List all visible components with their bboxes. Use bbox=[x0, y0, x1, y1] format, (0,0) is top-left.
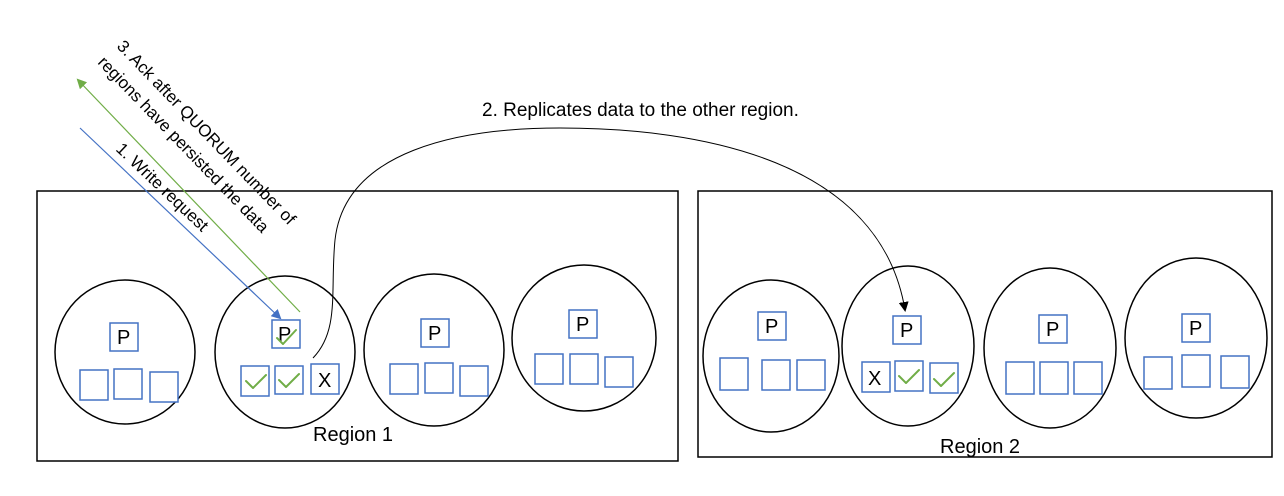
primary-box bbox=[1181, 313, 1211, 343]
replica-box bbox=[274, 365, 304, 395]
ack-arrow bbox=[76, 78, 301, 313]
region-1-node-4: P bbox=[511, 264, 657, 412]
check-icon bbox=[245, 374, 267, 389]
replica-box bbox=[1143, 356, 1173, 390]
region-2-node-3: P bbox=[983, 267, 1117, 429]
replica-box bbox=[534, 353, 564, 385]
replicate-arrow bbox=[312, 127, 909, 359]
replica-box bbox=[389, 363, 419, 395]
primary-box bbox=[757, 311, 787, 341]
replica-box bbox=[1181, 354, 1211, 388]
primary-label: P bbox=[1046, 319, 1059, 341]
region-2: Region 2 P P X P bbox=[697, 190, 1273, 458]
region-1-node-2: P X bbox=[214, 275, 356, 429]
node-circle bbox=[214, 275, 356, 429]
primary-label: P bbox=[576, 314, 589, 336]
region-2-label: Region 2 bbox=[940, 436, 1020, 458]
replica-box bbox=[1039, 361, 1069, 395]
replica-box bbox=[1005, 361, 1035, 395]
replica-box bbox=[149, 371, 179, 403]
region-2-node-2: P X bbox=[841, 265, 975, 427]
primary-box bbox=[109, 322, 139, 352]
node-circle bbox=[841, 265, 975, 427]
primary-label: P bbox=[1189, 318, 1202, 340]
primary-label: P bbox=[428, 323, 441, 345]
replicate-label: 2. Replicates data to the other region. bbox=[482, 100, 799, 121]
replica-box bbox=[79, 369, 109, 401]
region-2-box bbox=[697, 190, 1273, 458]
check-icon bbox=[898, 369, 920, 384]
replica-box bbox=[1220, 355, 1250, 389]
node-circle bbox=[983, 267, 1117, 429]
primary-box bbox=[1038, 314, 1068, 344]
replica-box bbox=[113, 368, 143, 400]
replica-box bbox=[761, 359, 791, 391]
region-1-node-1: P bbox=[54, 279, 196, 425]
node-circle bbox=[363, 273, 505, 427]
region-1-node-3: P bbox=[363, 273, 505, 427]
primary-box bbox=[271, 319, 301, 349]
primary-label: P bbox=[900, 320, 913, 342]
region-1-box bbox=[36, 190, 679, 462]
node-circle bbox=[54, 279, 196, 425]
primary-box bbox=[892, 315, 922, 345]
node-circle bbox=[702, 279, 840, 433]
region-2-node-1: P bbox=[702, 279, 840, 433]
ack-label-line1: 3. Ack after QUORUM number of bbox=[113, 37, 299, 229]
replica-x-label: X bbox=[318, 370, 331, 392]
replica-x-label: X bbox=[868, 368, 881, 390]
replica-box bbox=[604, 356, 634, 388]
replica-box bbox=[1073, 361, 1103, 395]
node-circle bbox=[1124, 257, 1268, 419]
replica-box bbox=[719, 357, 749, 391]
region-2-node-4: P bbox=[1124, 257, 1268, 419]
replica-box bbox=[929, 362, 959, 394]
replica-box bbox=[569, 353, 599, 385]
replica-box bbox=[310, 363, 340, 395]
primary-label: P bbox=[117, 327, 130, 349]
primary-label: P bbox=[765, 316, 778, 338]
primary-box bbox=[420, 318, 450, 348]
node-circle bbox=[511, 264, 657, 412]
check-icon bbox=[933, 372, 955, 387]
region-1: Region 1 P P X P bbox=[36, 190, 679, 462]
check-icon bbox=[278, 373, 300, 388]
replica-box bbox=[796, 359, 826, 391]
replica-box bbox=[459, 365, 489, 397]
region-1-label: Region 1 bbox=[313, 424, 393, 446]
replica-box bbox=[424, 362, 454, 394]
replica-box bbox=[861, 361, 891, 393]
primary-check-icon bbox=[276, 329, 297, 345]
write-request-arrow bbox=[79, 127, 282, 320]
primary-label: P bbox=[278, 324, 291, 346]
primary-box bbox=[568, 309, 598, 339]
